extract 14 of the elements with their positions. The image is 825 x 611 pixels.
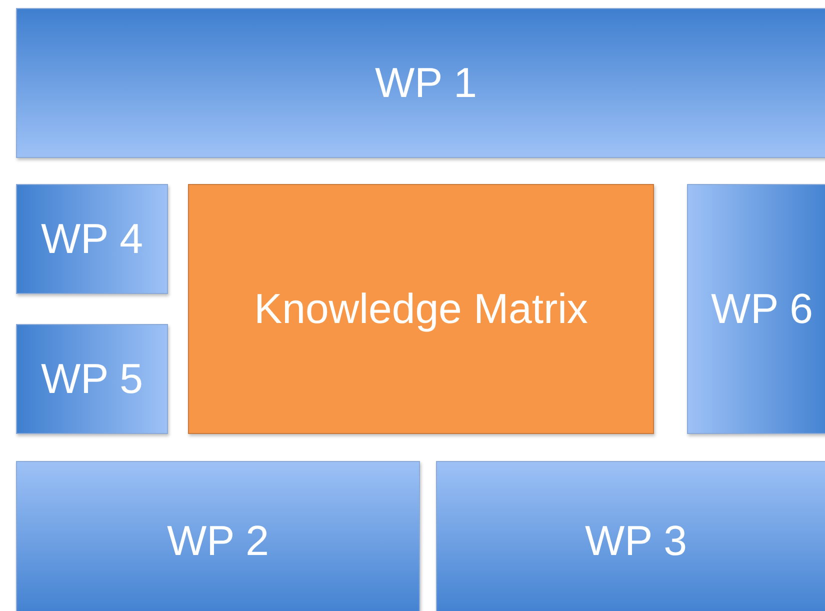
box-label: Knowledge Matrix [254, 285, 588, 333]
work-package-box [16, 184, 168, 294]
box-label: WP 6 [711, 285, 813, 333]
box-label: WP 4 [41, 215, 143, 263]
box-label: WP 1 [375, 59, 477, 107]
work-package-box [436, 461, 825, 611]
box-label: WP 3 [585, 517, 687, 565]
work-package-box [687, 184, 825, 434]
work-package-box [16, 461, 420, 611]
work-package-box [188, 184, 654, 434]
box-label: WP 2 [167, 517, 269, 565]
work-package-box [16, 324, 168, 434]
work-package-box [16, 8, 825, 158]
box-label: WP 5 [41, 355, 143, 403]
